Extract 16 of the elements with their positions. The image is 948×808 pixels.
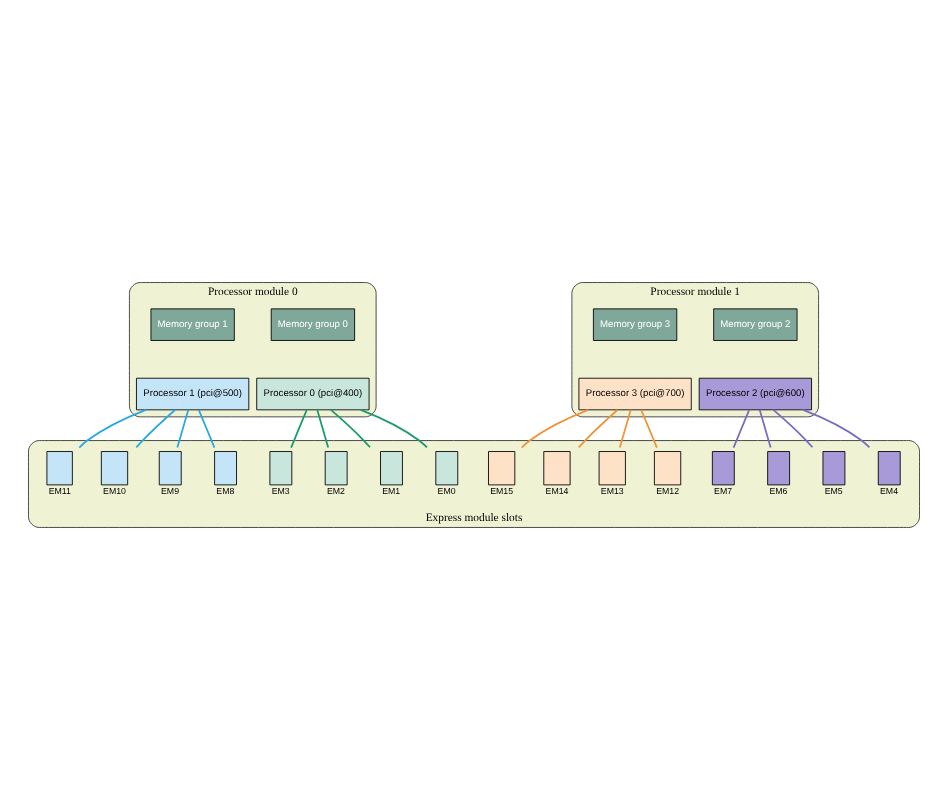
connector [618,408,632,448]
connector [732,408,750,448]
connector [290,408,308,448]
connector [78,408,147,448]
connector [577,408,619,448]
connector [330,408,371,448]
connector [359,408,428,448]
connector [758,408,772,448]
connector [176,408,190,448]
connector [772,408,814,448]
connector [135,408,176,448]
connector [520,408,590,448]
connector [640,408,658,448]
connector [316,408,330,448]
connector [802,408,871,448]
connector [198,408,216,448]
